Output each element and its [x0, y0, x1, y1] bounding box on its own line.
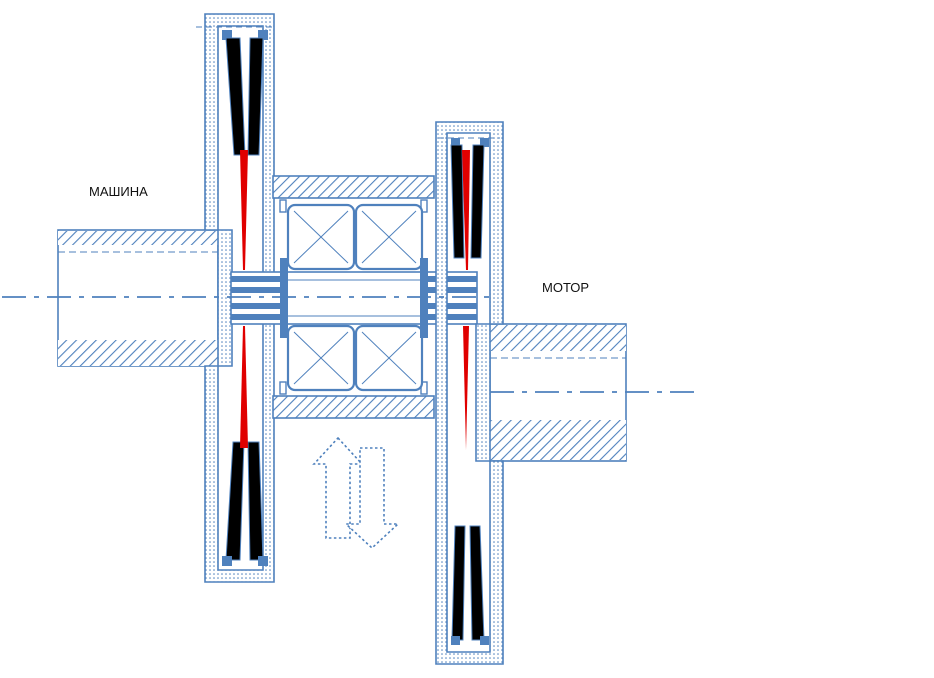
motor-red-pins: [462, 150, 470, 450]
bearing-bottom-housing: [272, 395, 435, 419]
motor-top-pads: [450, 138, 489, 259]
right-spline: [420, 258, 478, 338]
down-arrow: [343, 447, 401, 550]
motor-disc-housing: [435, 121, 504, 665]
machine-shaft: [57, 229, 219, 367]
machine-bottom-pads: [222, 441, 268, 566]
bearing-assembly: [230, 175, 478, 419]
machine-disc-housing: [204, 13, 275, 583]
machine-label: МАШИНА: [89, 184, 148, 199]
machine-red-pins: [240, 150, 248, 448]
motor-label: МОТОР: [542, 280, 589, 295]
bearing-top-housing: [272, 175, 435, 199]
up-arrow: [312, 436, 364, 539]
left-spline: [230, 258, 288, 338]
motor-half: [435, 121, 627, 665]
bearing-cages: [286, 203, 424, 392]
central-axle: [285, 271, 423, 325]
motor-bottom-pads: [451, 525, 489, 645]
machine-half: [57, 13, 276, 583]
machine-top-pads: [222, 30, 268, 156]
